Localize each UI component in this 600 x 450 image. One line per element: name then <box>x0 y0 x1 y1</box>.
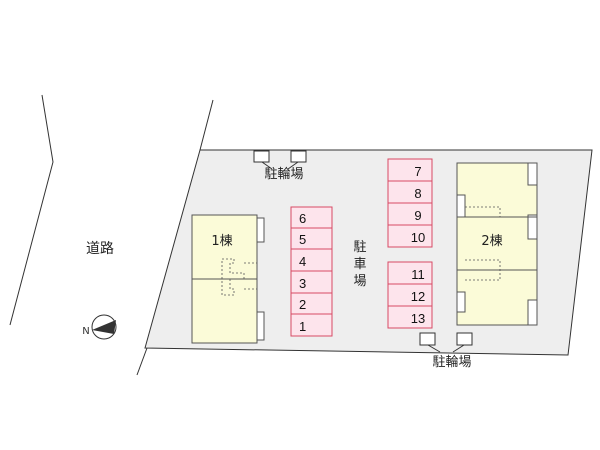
svg-text:7: 7 <box>414 164 421 179</box>
parking-space: 8 <box>387 180 433 204</box>
svg-text:N: N <box>82 326 89 337</box>
bike-parking-label-top: 駐輪場 <box>264 166 303 182</box>
lot-boundary-line <box>136 347 148 376</box>
svg-text:2: 2 <box>299 297 306 312</box>
parking-space: 7 <box>387 158 433 182</box>
svg-text:11: 11 <box>411 267 425 282</box>
parking-space: 10 <box>387 224 433 248</box>
parking-group-c: 11 12 13 <box>387 261 433 329</box>
parking-space: 2 <box>290 292 333 315</box>
road-edge-line <box>9 94 54 326</box>
parking-space: 12 <box>387 283 433 307</box>
bike-parking-label-bottom: 駐輪場 <box>432 354 471 370</box>
svg-text:4: 4 <box>299 254 306 269</box>
svg-text:8: 8 <box>414 186 421 201</box>
svg-text:13: 13 <box>411 311 425 326</box>
parking-space: 1 <box>290 313 333 337</box>
bike-parking-top: 駐輪場 <box>253 150 307 182</box>
building-2: 2棟 <box>456 162 538 326</box>
parking-space: 13 <box>387 305 433 329</box>
svg-text:12: 12 <box>411 289 425 304</box>
parking-space: 5 <box>290 227 333 250</box>
svg-text:場: 場 <box>353 274 366 289</box>
road-label: 道路 <box>86 241 114 257</box>
building-2-label: 2棟 <box>481 234 502 249</box>
svg-text:9: 9 <box>414 208 421 223</box>
svg-text:10: 10 <box>411 230 425 245</box>
bike-parking-bottom: 駐輪場 <box>419 332 473 370</box>
svg-text:5: 5 <box>299 232 306 247</box>
parking-label: 駐 車 場 <box>353 240 366 289</box>
building-1: 1棟 <box>191 214 265 344</box>
svg-text:駐: 駐 <box>353 240 366 255</box>
lot-boundary-line <box>199 99 214 151</box>
parking-space: 3 <box>290 270 333 294</box>
parking-group-a: 6 5 4 3 2 1 <box>290 206 333 337</box>
svg-text:6: 6 <box>299 211 306 226</box>
north-arrow-icon: N <box>82 314 117 340</box>
parking-space: 11 <box>387 261 433 285</box>
svg-text:車: 車 <box>353 257 366 272</box>
building-1-label: 1棟 <box>211 234 232 249</box>
svg-text:3: 3 <box>299 276 306 291</box>
parking-space: 4 <box>290 248 333 272</box>
parking-group-b: 7 8 9 10 <box>387 158 433 248</box>
svg-text:1: 1 <box>299 319 306 334</box>
parking-space: 6 <box>290 206 333 229</box>
parking-space: 9 <box>387 202 433 226</box>
